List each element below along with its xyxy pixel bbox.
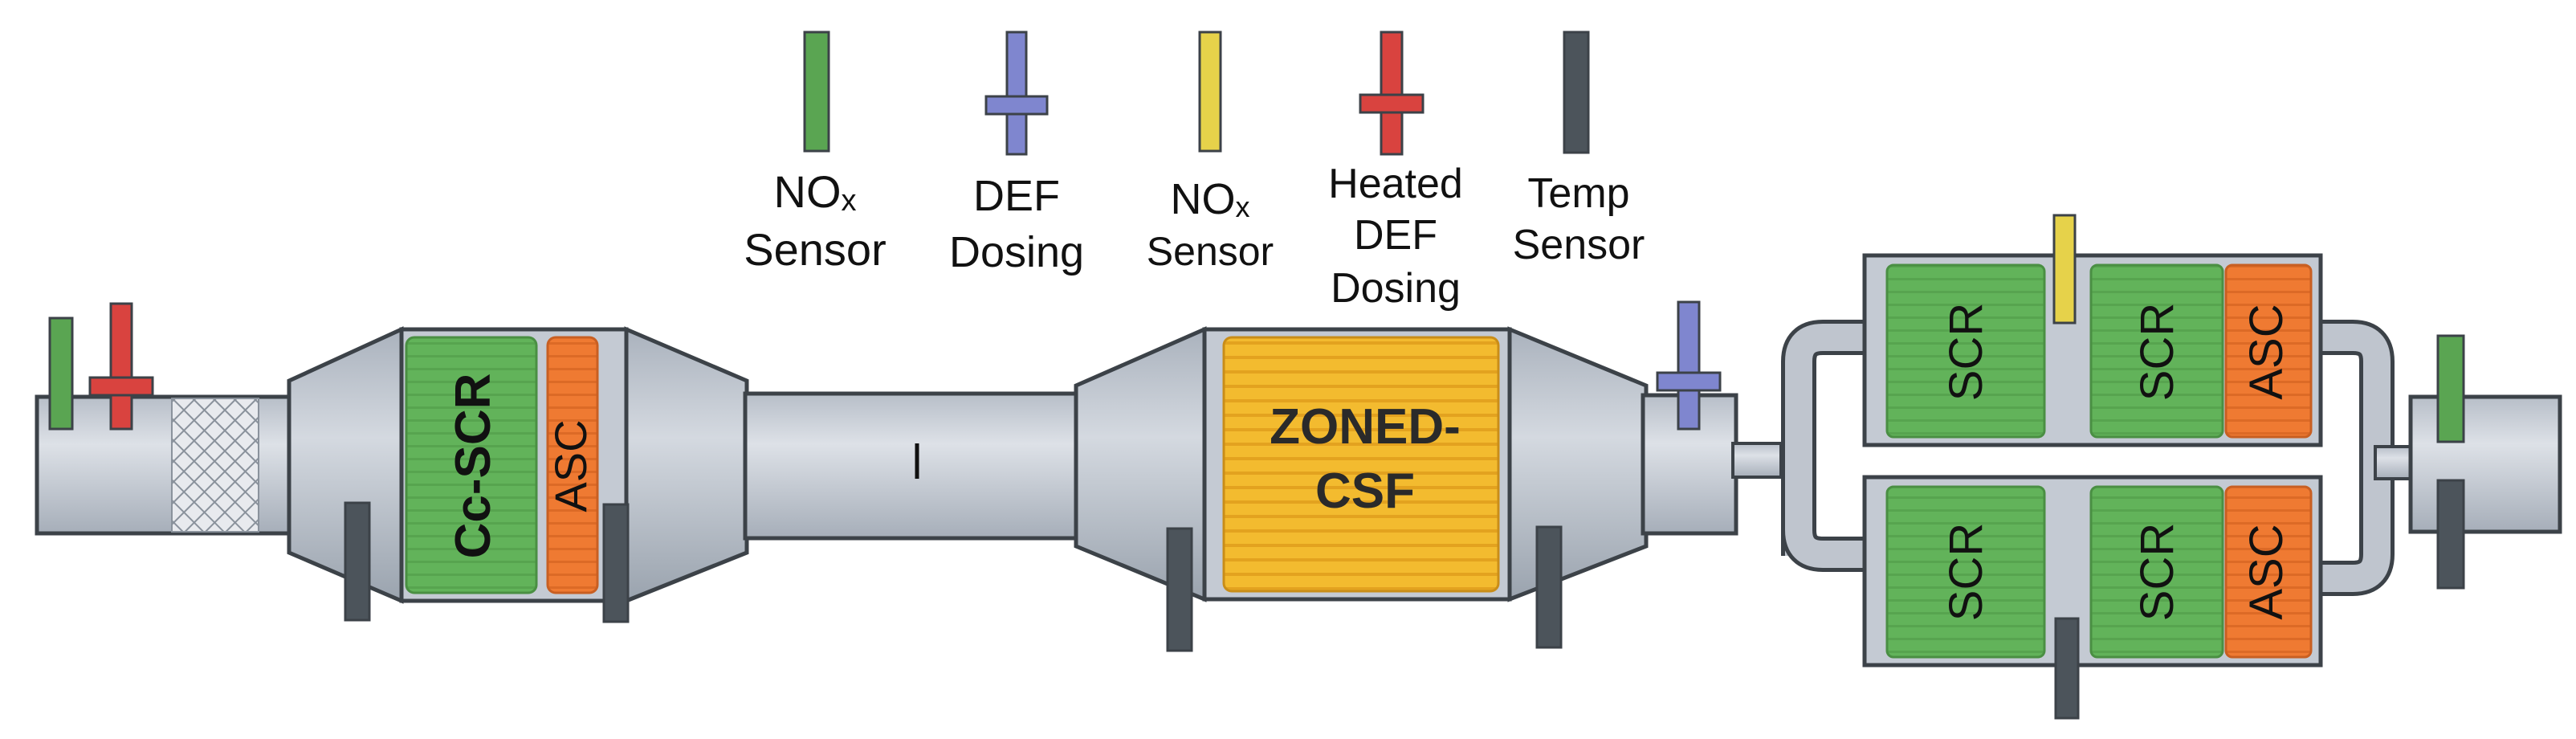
legend-item-nox-sensor-2: NOx Sensor	[1147, 31, 1274, 274]
legend-item-temp-sensor: Temp Sensor	[1513, 31, 1645, 268]
def-doser	[1656, 300, 1722, 431]
mixer-mesh	[171, 398, 259, 533]
temp-sensor-6	[2436, 479, 2465, 590]
heated-def-dosing-icon	[1359, 31, 1425, 156]
temp-sensor-5	[2054, 617, 2080, 720]
zoned-csf-label-line2: CSF	[1315, 463, 1415, 519]
legend-label-heated-line1: Heated	[1328, 161, 1463, 207]
zoned-csf-label-line1: ZONED-	[1270, 399, 1461, 455]
inlet-heated-def-doser	[88, 302, 154, 431]
temp-sensor-3	[1166, 527, 1193, 652]
scr-bank-bottom: SCR SCR ASC	[1862, 475, 2323, 668]
inlet-nox-sensor	[48, 316, 74, 431]
ccscr-brick	[405, 336, 538, 594]
legend-label-heated-line2: DEF	[1354, 212, 1437, 259]
temp-sensor-4	[1535, 525, 1563, 649]
asc-label-top: ASC	[2240, 304, 2293, 399]
legend-label-def-line1: DEF	[973, 172, 1060, 220]
temp-sensor-1	[344, 501, 371, 622]
nox-sensor-icon	[1198, 31, 1222, 153]
def-dosing-icon	[984, 31, 1049, 156]
legend-item-nox-sensor-1: NOx Sensor	[744, 31, 887, 275]
legend-label-temp-line2: Sensor	[1513, 222, 1645, 268]
scr-label-top-2: SCR	[2131, 303, 2183, 401]
legend-item-def-dosing: DEF Dosing	[949, 31, 1084, 276]
legend-label-nox-1-line2: Sensor	[744, 224, 886, 275]
scr-brick-top-2	[2089, 263, 2224, 439]
scr-brick-top-1	[1885, 263, 2046, 439]
zoned-csf-brick	[1222, 336, 1500, 593]
legend: NOx Sensor DEF Dosing NOx Sensor Heated …	[744, 31, 1645, 312]
asc-brick-top	[2224, 263, 2313, 439]
legend-label-nox-2-line2: Sensor	[1147, 229, 1274, 274]
middle-pipe	[743, 391, 1085, 541]
asc-label-bottom: ASC	[2240, 524, 2293, 619]
temp-sensor-icon	[1563, 31, 1590, 154]
outlet-pipe	[2408, 394, 2562, 534]
scr-label-bottom-2: SCR	[2131, 523, 2183, 621]
scr-brick-bottom-1	[1885, 485, 2046, 659]
asc-brick-bottom	[2224, 485, 2313, 659]
ccscr-label: Cc-SCR	[446, 374, 501, 559]
outlet-nox-sensor	[2436, 334, 2465, 443]
legend-label-heated-line3: Dosing	[1331, 265, 1461, 312]
legend-label-temp-line1: Temp	[1527, 170, 1629, 217]
scr-label-bottom-1: SCR	[1940, 523, 1992, 621]
temp-sensor-2	[602, 503, 630, 623]
nox-sensor-icon	[803, 31, 830, 153]
mid-nox-sensor	[2052, 214, 2077, 325]
legend-item-heated-def-dosing: Heated DEF Dosing	[1328, 31, 1463, 312]
legend-label-nox-1-line1: NOx	[774, 166, 857, 218]
legend-label-nox-2-line1: NOx	[1171, 175, 1250, 223]
scr-label-top-1: SCR	[1940, 303, 1992, 401]
legend-label-def-line2: Dosing	[949, 228, 1084, 276]
asc-brick-1	[546, 336, 599, 594]
scr-bank-top: SCR SCR ASC	[1862, 253, 2323, 447]
inlet-pipe	[35, 394, 304, 536]
asc-label-1: ASC	[545, 419, 596, 512]
zoned-csf-canister: ZONED- CSF	[1074, 326, 1649, 602]
scr-brick-bottom-2	[2089, 485, 2224, 659]
split-piping	[1731, 320, 2419, 596]
